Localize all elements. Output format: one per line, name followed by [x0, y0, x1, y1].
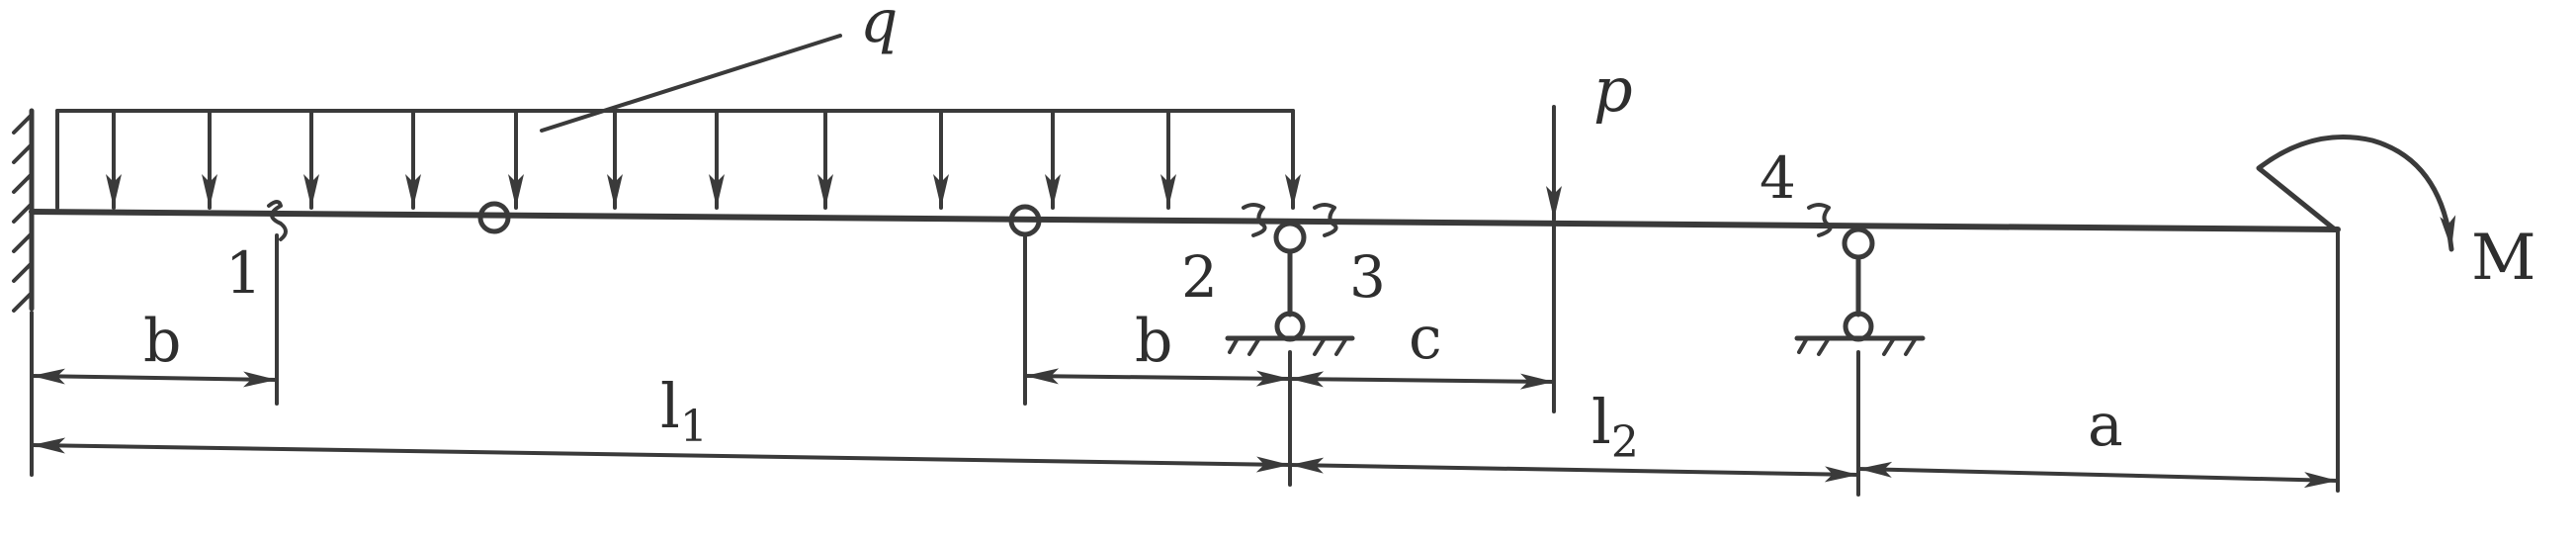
distributed-load-q: q: [55, 0, 1301, 210]
dim-a-label: a: [2088, 391, 2123, 460]
load-q-label: q: [860, 0, 898, 56]
hinge-1: [477, 201, 511, 234]
dimension-l2: l2: [1288, 386, 1860, 483]
dimension-l1: l1: [30, 370, 1292, 473]
dimension-a: a: [1856, 391, 2340, 489]
section-1-label: 1: [225, 239, 262, 307]
svg-text:l2: l2: [1591, 386, 1639, 468]
section-2-label: 2: [1181, 243, 1218, 311]
moment-m-label: M: [2471, 222, 2536, 295]
dim-b-left-label: b: [143, 307, 181, 376]
svg-text:l1: l1: [660, 370, 708, 452]
pinned-support-right: 4: [1760, 144, 1926, 356]
section-4-label: 4: [1760, 144, 1796, 212]
pinned-support-middle: 2 3: [1181, 203, 1386, 356]
dim-c-label: c: [1409, 304, 1442, 373]
dimension-b-right: b: [1023, 307, 1292, 387]
dim-l2-sub: 2: [1611, 417, 1639, 468]
concentrated-force-p: p: [1546, 53, 1633, 222]
dimension-c: c: [1288, 304, 1556, 390]
dim-l1-sub: 1: [680, 402, 708, 452]
dim-l2-base: l: [1591, 386, 1611, 458]
section-3-label: 3: [1349, 243, 1386, 311]
dim-l1-base: l: [660, 370, 680, 442]
section-cut-1: 1: [225, 200, 288, 406]
dim-b-right-label: b: [1135, 307, 1172, 376]
dimension-b-left: b: [30, 307, 279, 388]
applied-moment-m: M: [2256, 135, 2536, 295]
force-p-label: p: [1593, 53, 1633, 126]
beam: [29, 209, 2341, 232]
